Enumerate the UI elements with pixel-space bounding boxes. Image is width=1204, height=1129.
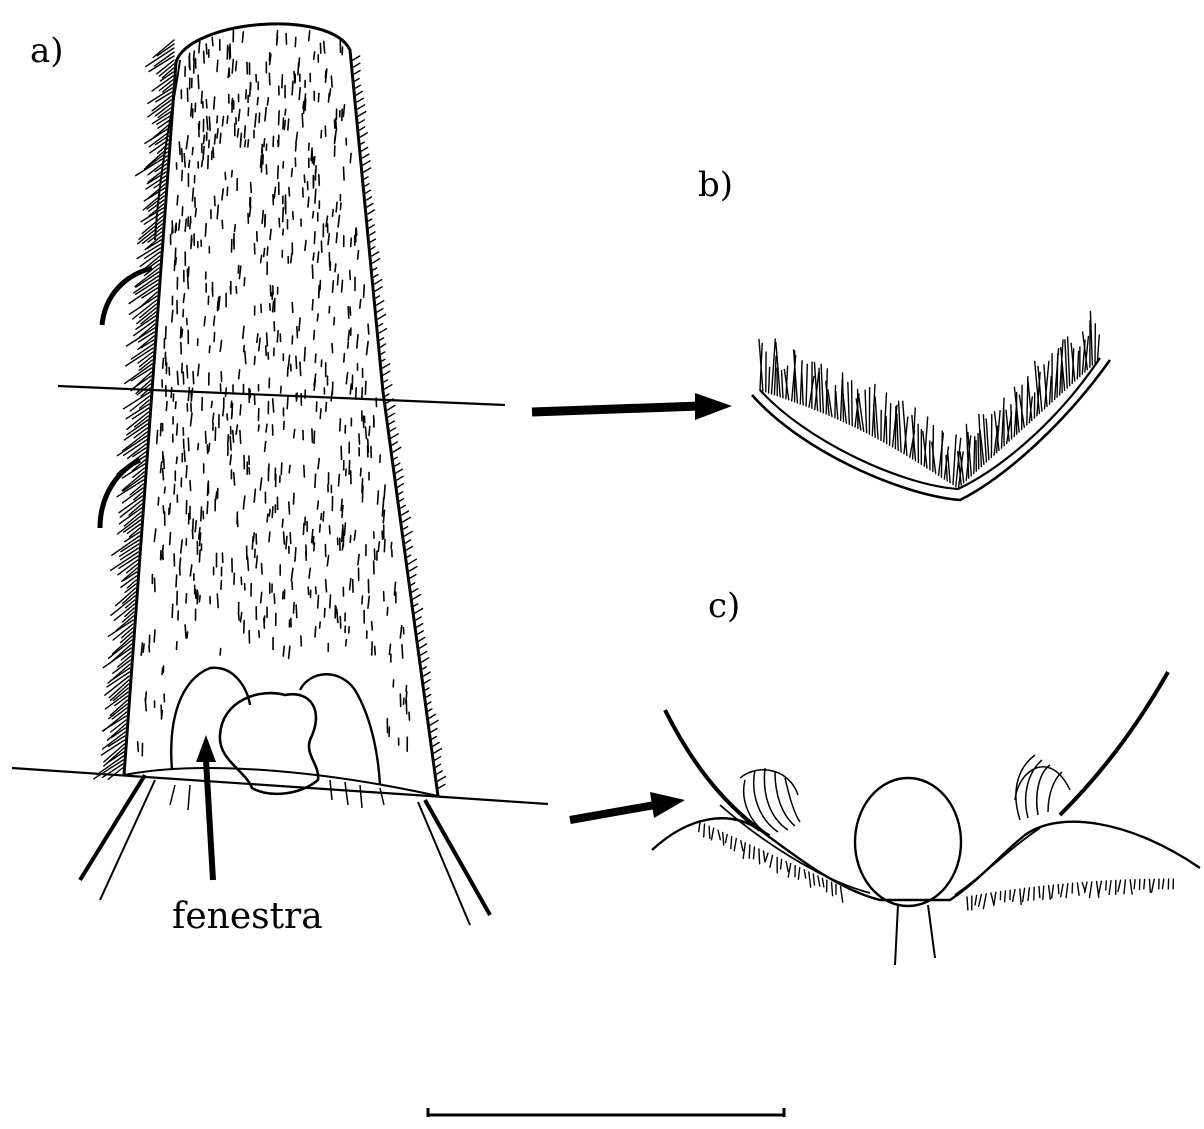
panel-a-label: a): [30, 31, 64, 71]
fenestra-arrow-head: [196, 735, 216, 762]
panel-b-drawing: [752, 312, 1110, 501]
panel-a-left-fringe: [94, 40, 446, 788]
panel-b-hairs: [759, 312, 1099, 488]
panel-a-base-line: [124, 768, 438, 796]
panel-c-right-tuft: [1015, 755, 1070, 820]
panel-c-right-arm: [1060, 672, 1168, 815]
panel-c-wall-inner: [720, 805, 1040, 895]
arrow-to-c: [570, 792, 685, 820]
fenestra-right-lobe: [300, 674, 380, 785]
panel-c-fenestra-opening: [855, 778, 961, 906]
panel-c-left-arm: [665, 710, 760, 830]
panel-c-label: c): [708, 586, 740, 626]
fenestra-arrow-shaft: [206, 760, 213, 880]
panel-c-stalk: [895, 905, 935, 965]
panel-a-inner-hairs: [138, 31, 410, 756]
fenestra-opening: [220, 693, 318, 794]
panel-c-drawing: [652, 672, 1200, 965]
panel-c-wall: [652, 818, 1200, 900]
panel-a-outline: [124, 24, 438, 796]
panel-a-bristle-left-2: [100, 780, 155, 900]
arrow-to-b: [532, 393, 732, 420]
fenestra-label: fenestra: [172, 896, 323, 937]
panel-a-bristle-left-1: [80, 775, 145, 880]
section-line-lower: [12, 768, 548, 804]
panel-b-label: b): [698, 165, 733, 205]
panel-a-drawing: [12, 24, 548, 925]
